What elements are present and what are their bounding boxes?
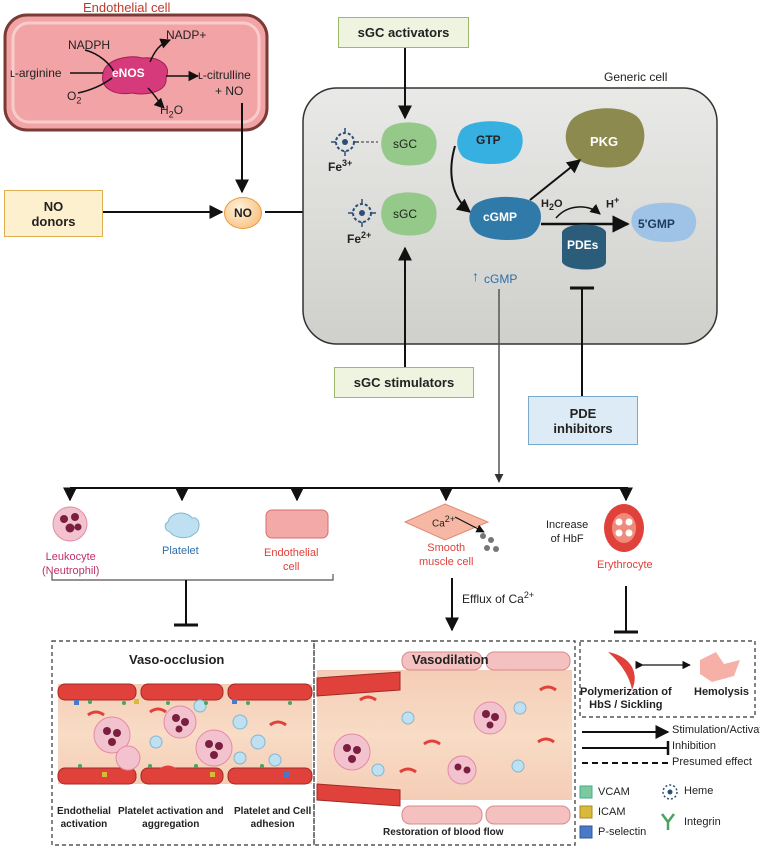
o2-label: O2 — [67, 89, 82, 106]
no-node: NO — [224, 197, 262, 229]
h2o-label: H2O — [160, 103, 184, 120]
enos-label: eNOS — [112, 66, 145, 80]
legend-icam: ICAM — [598, 806, 626, 818]
sickle-cell-shape — [608, 652, 635, 690]
erythrocyte-label: Erythrocyte — [597, 559, 653, 571]
sgc-fe3-shape — [381, 122, 437, 166]
endothelial-title: Endothelial cell — [83, 0, 171, 15]
nadph-label: NADPH — [68, 38, 111, 52]
arginine-label: ʟ-arginine — [10, 66, 62, 80]
legend-vcam: VCAM — [598, 786, 630, 798]
cgmp-label: cGMP — [483, 210, 518, 224]
sgc-bottom-label: sGC — [393, 207, 417, 221]
h2o-cell-label: H2O — [541, 198, 563, 213]
cgmp-increase-label: cGMP — [484, 272, 518, 286]
legend-stimulation: Stimulation/Activation — [672, 724, 760, 736]
gmp5-shape — [631, 202, 697, 242]
endothelial-target-shape — [265, 509, 329, 539]
vaso-occlusion-title: Vaso-occlusion — [129, 652, 225, 667]
erythrocyte-shape — [604, 504, 644, 552]
platelet-shape — [164, 512, 200, 539]
sgc-top-label: sGC — [393, 137, 417, 151]
heme-legend-icon — [662, 784, 678, 800]
sgc-stimulators-box: sGC stimulators — [334, 367, 474, 398]
h-plus-label: H+ — [606, 195, 620, 211]
vasodilation-title: Vasodilation — [412, 652, 489, 667]
legend-pselectin: P-selectin — [598, 826, 647, 838]
pdes-label: PDEs — [567, 238, 599, 252]
citrulline-label: ʟ-citrulline — [198, 68, 251, 82]
pkg-label: PKG — [590, 134, 619, 149]
pdes-shape — [562, 224, 606, 270]
legend-presumed: Presumed effect — [672, 756, 752, 768]
cgmp-shape — [469, 196, 541, 240]
nadp-label: NADP+ — [166, 28, 207, 42]
gtp-shape — [457, 121, 523, 164]
hemolysis-shape — [700, 652, 740, 682]
up-arrow-icon: ↑ — [472, 268, 479, 284]
ca-label: Ca2+ — [432, 514, 456, 530]
efflux-label: Efflux of Ca2+ — [462, 590, 535, 606]
leukocyte-shape — [52, 506, 88, 542]
integrin-legend-icon — [661, 813, 675, 830]
legend-inhibition: Inhibition — [672, 740, 717, 752]
heme-icon — [348, 199, 376, 227]
pselectin-swatch — [579, 825, 593, 839]
hemolysis-panel — [579, 640, 756, 718]
vcam-swatch — [579, 785, 593, 799]
platelet-label: Platelet — [162, 545, 199, 557]
sgc-fe2-shape — [381, 192, 437, 236]
vasodilation-panel — [313, 640, 576, 846]
fe3-label: Fe3+ — [328, 158, 353, 174]
legend-integrin: Integrin — [684, 816, 721, 828]
fe2-label: Fe2+ — [347, 230, 372, 246]
smooth-muscle-shape — [403, 503, 499, 552]
enos-enzyme-shape — [102, 56, 168, 95]
icam-swatch — [579, 805, 593, 819]
sgc-activators-box: sGC activators — [338, 17, 469, 48]
gtp-label: GTP — [476, 133, 501, 147]
hemolysis-label: Hemolysis — [694, 686, 750, 698]
generic-cell-title: Generic cell — [604, 70, 668, 84]
plus-no-label: + NO — [215, 84, 244, 98]
leukocyte-label: Leukocyte(Neutrophil) — [42, 551, 100, 577]
pkg-shape — [565, 108, 645, 168]
gmp5-label: 5'GMP — [638, 217, 675, 231]
restoration-label: Restoration of blood flow — [383, 827, 504, 838]
legend-heme: Heme — [684, 785, 714, 797]
